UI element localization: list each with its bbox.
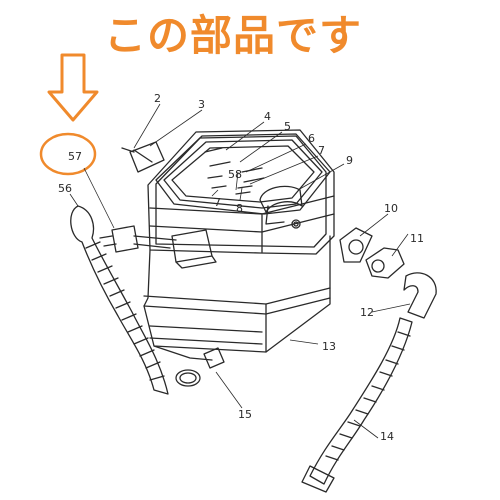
left-corrugated-hose — [70, 205, 169, 395]
connector-part — [259, 185, 303, 213]
part-number-label: 8 — [236, 202, 243, 215]
gasket-part — [339, 227, 373, 263]
part-number-label: 7 — [318, 144, 325, 157]
tank-body — [147, 129, 335, 269]
part-number-label: 57 — [68, 150, 82, 163]
right-corrugated-hose — [309, 317, 413, 485]
part-number-label: 56 — [58, 182, 72, 195]
part-number-label: 5 — [284, 120, 291, 133]
part-number-label: 9 — [346, 154, 353, 167]
curved-connector — [403, 272, 437, 319]
drain-outlet — [203, 347, 225, 369]
circle-highlight — [39, 132, 97, 176]
part-number-label: 14 — [380, 430, 394, 443]
down-arrow-icon — [47, 53, 99, 122]
part-number-label: 12 — [360, 306, 374, 319]
part-number-label: 3 — [198, 98, 205, 111]
elbow-fitting — [365, 247, 405, 279]
tank-lower-body — [143, 235, 331, 361]
part-number-label: 4 — [264, 110, 271, 123]
part-number-label: 13 — [322, 340, 336, 353]
part-labels: 2 3 4 5 6 7 9 58 7 8 57 56 10 11 12 13 1… — [58, 92, 424, 443]
part-number-label: 2 — [154, 92, 161, 105]
screw-set — [121, 147, 265, 195]
part-number-label: 11 — [410, 232, 424, 245]
part-number-label: 15 — [238, 408, 252, 421]
part-number-label: 58 — [228, 168, 242, 181]
part-number-label: 6 — [308, 132, 315, 145]
part-number-label: 7 — [214, 196, 221, 209]
caption-text: この部品です — [104, 11, 363, 60]
mount-bracket — [111, 225, 139, 253]
bracket-part — [129, 141, 165, 173]
part-number-label: 10 — [384, 202, 398, 215]
leader-lines — [69, 103, 411, 439]
